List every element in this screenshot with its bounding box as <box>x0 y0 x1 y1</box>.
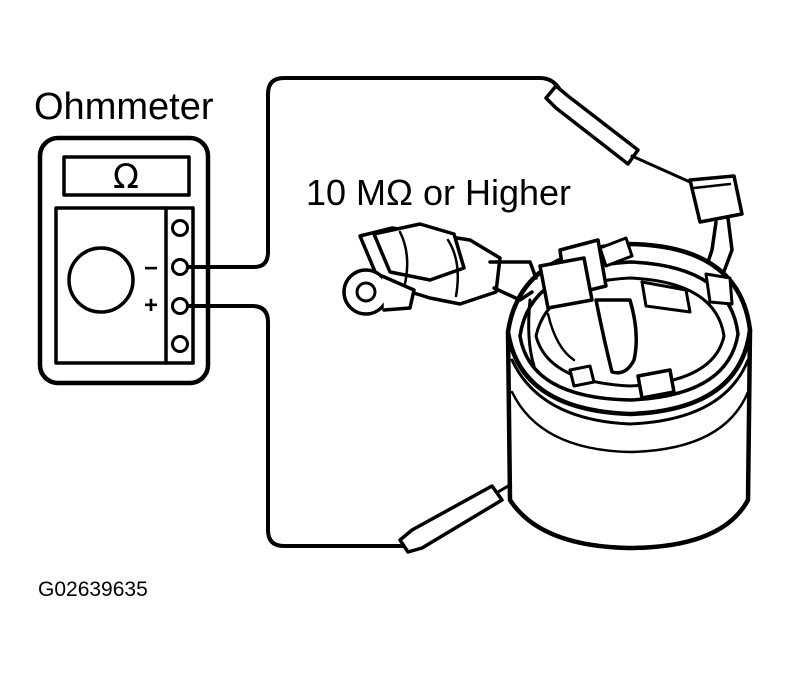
plus-label: + <box>144 292 158 319</box>
resistance-spec: 10 MΩ or Higher <box>306 172 572 213</box>
probe-upper <box>544 84 692 184</box>
brush-lead-terminal <box>342 222 538 316</box>
terminal-plus <box>171 297 189 315</box>
terminal-bottom <box>171 335 189 353</box>
figure-id: G02639635 <box>38 578 148 601</box>
display-window <box>62 155 191 197</box>
test-lead-minus <box>186 76 562 269</box>
terminal-minus <box>171 258 189 276</box>
meter-face <box>54 206 168 365</box>
terminal-top <box>171 219 189 237</box>
ohmmeter: Ω − + <box>37 135 211 386</box>
starter-brush-holder-assembly <box>505 236 753 551</box>
ohmmeter-title: Ohmmeter <box>34 86 214 128</box>
rotary-dial <box>67 246 135 314</box>
minus-label: − <box>144 255 158 282</box>
test-lead-plus <box>186 304 410 548</box>
ohm-symbol: Ω <box>113 157 139 197</box>
